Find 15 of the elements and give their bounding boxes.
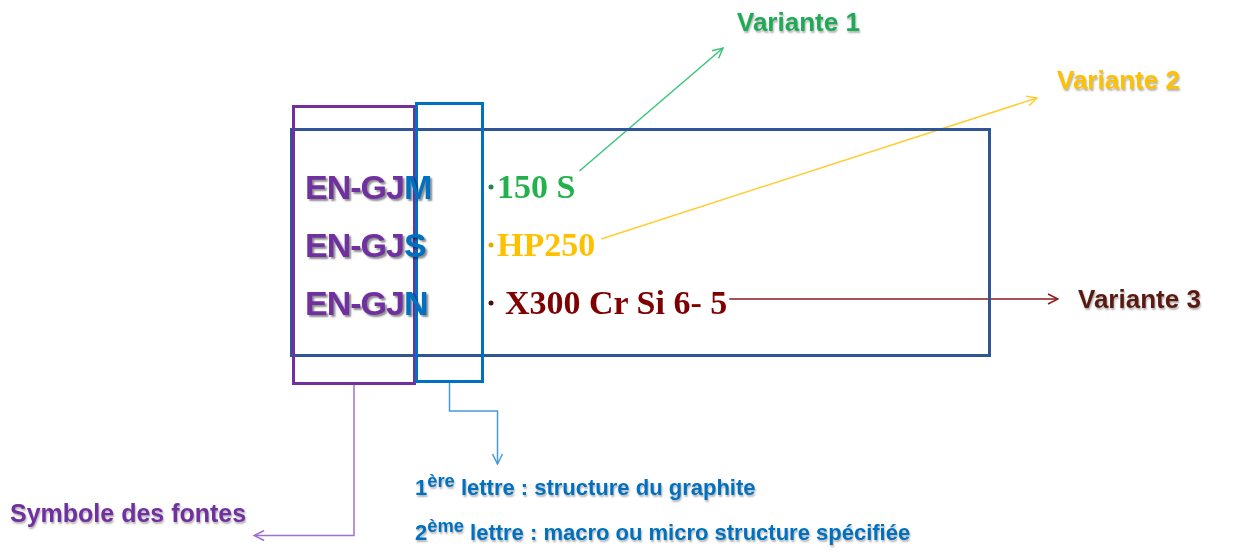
outer-frame: [290, 128, 991, 357]
grade-text: 150 S: [497, 167, 576, 207]
variant-label: Variante 2: [1057, 64, 1180, 96]
variant-label: Variante 1: [737, 6, 860, 38]
grade-text: X300 Cr Si 6- 5: [505, 283, 728, 323]
caption-text: Symbole des fontes: [10, 498, 247, 529]
grade-text: HP250: [497, 225, 596, 265]
arrow: [578, 47, 724, 172]
explanation-text: 2$^{ème}$ lettre : macro ou micro structure spécifiée: [415, 514, 911, 548]
variant-label: Variante 3: [1078, 283, 1201, 315]
arrow: [253, 384, 355, 542]
explanation-text: 1$^{ère}$ lettre : structure du graphite: [415, 469, 757, 503]
arrow: [448, 382, 504, 465]
arrow: [728, 293, 1059, 305]
arrow: [600, 95, 1038, 240]
